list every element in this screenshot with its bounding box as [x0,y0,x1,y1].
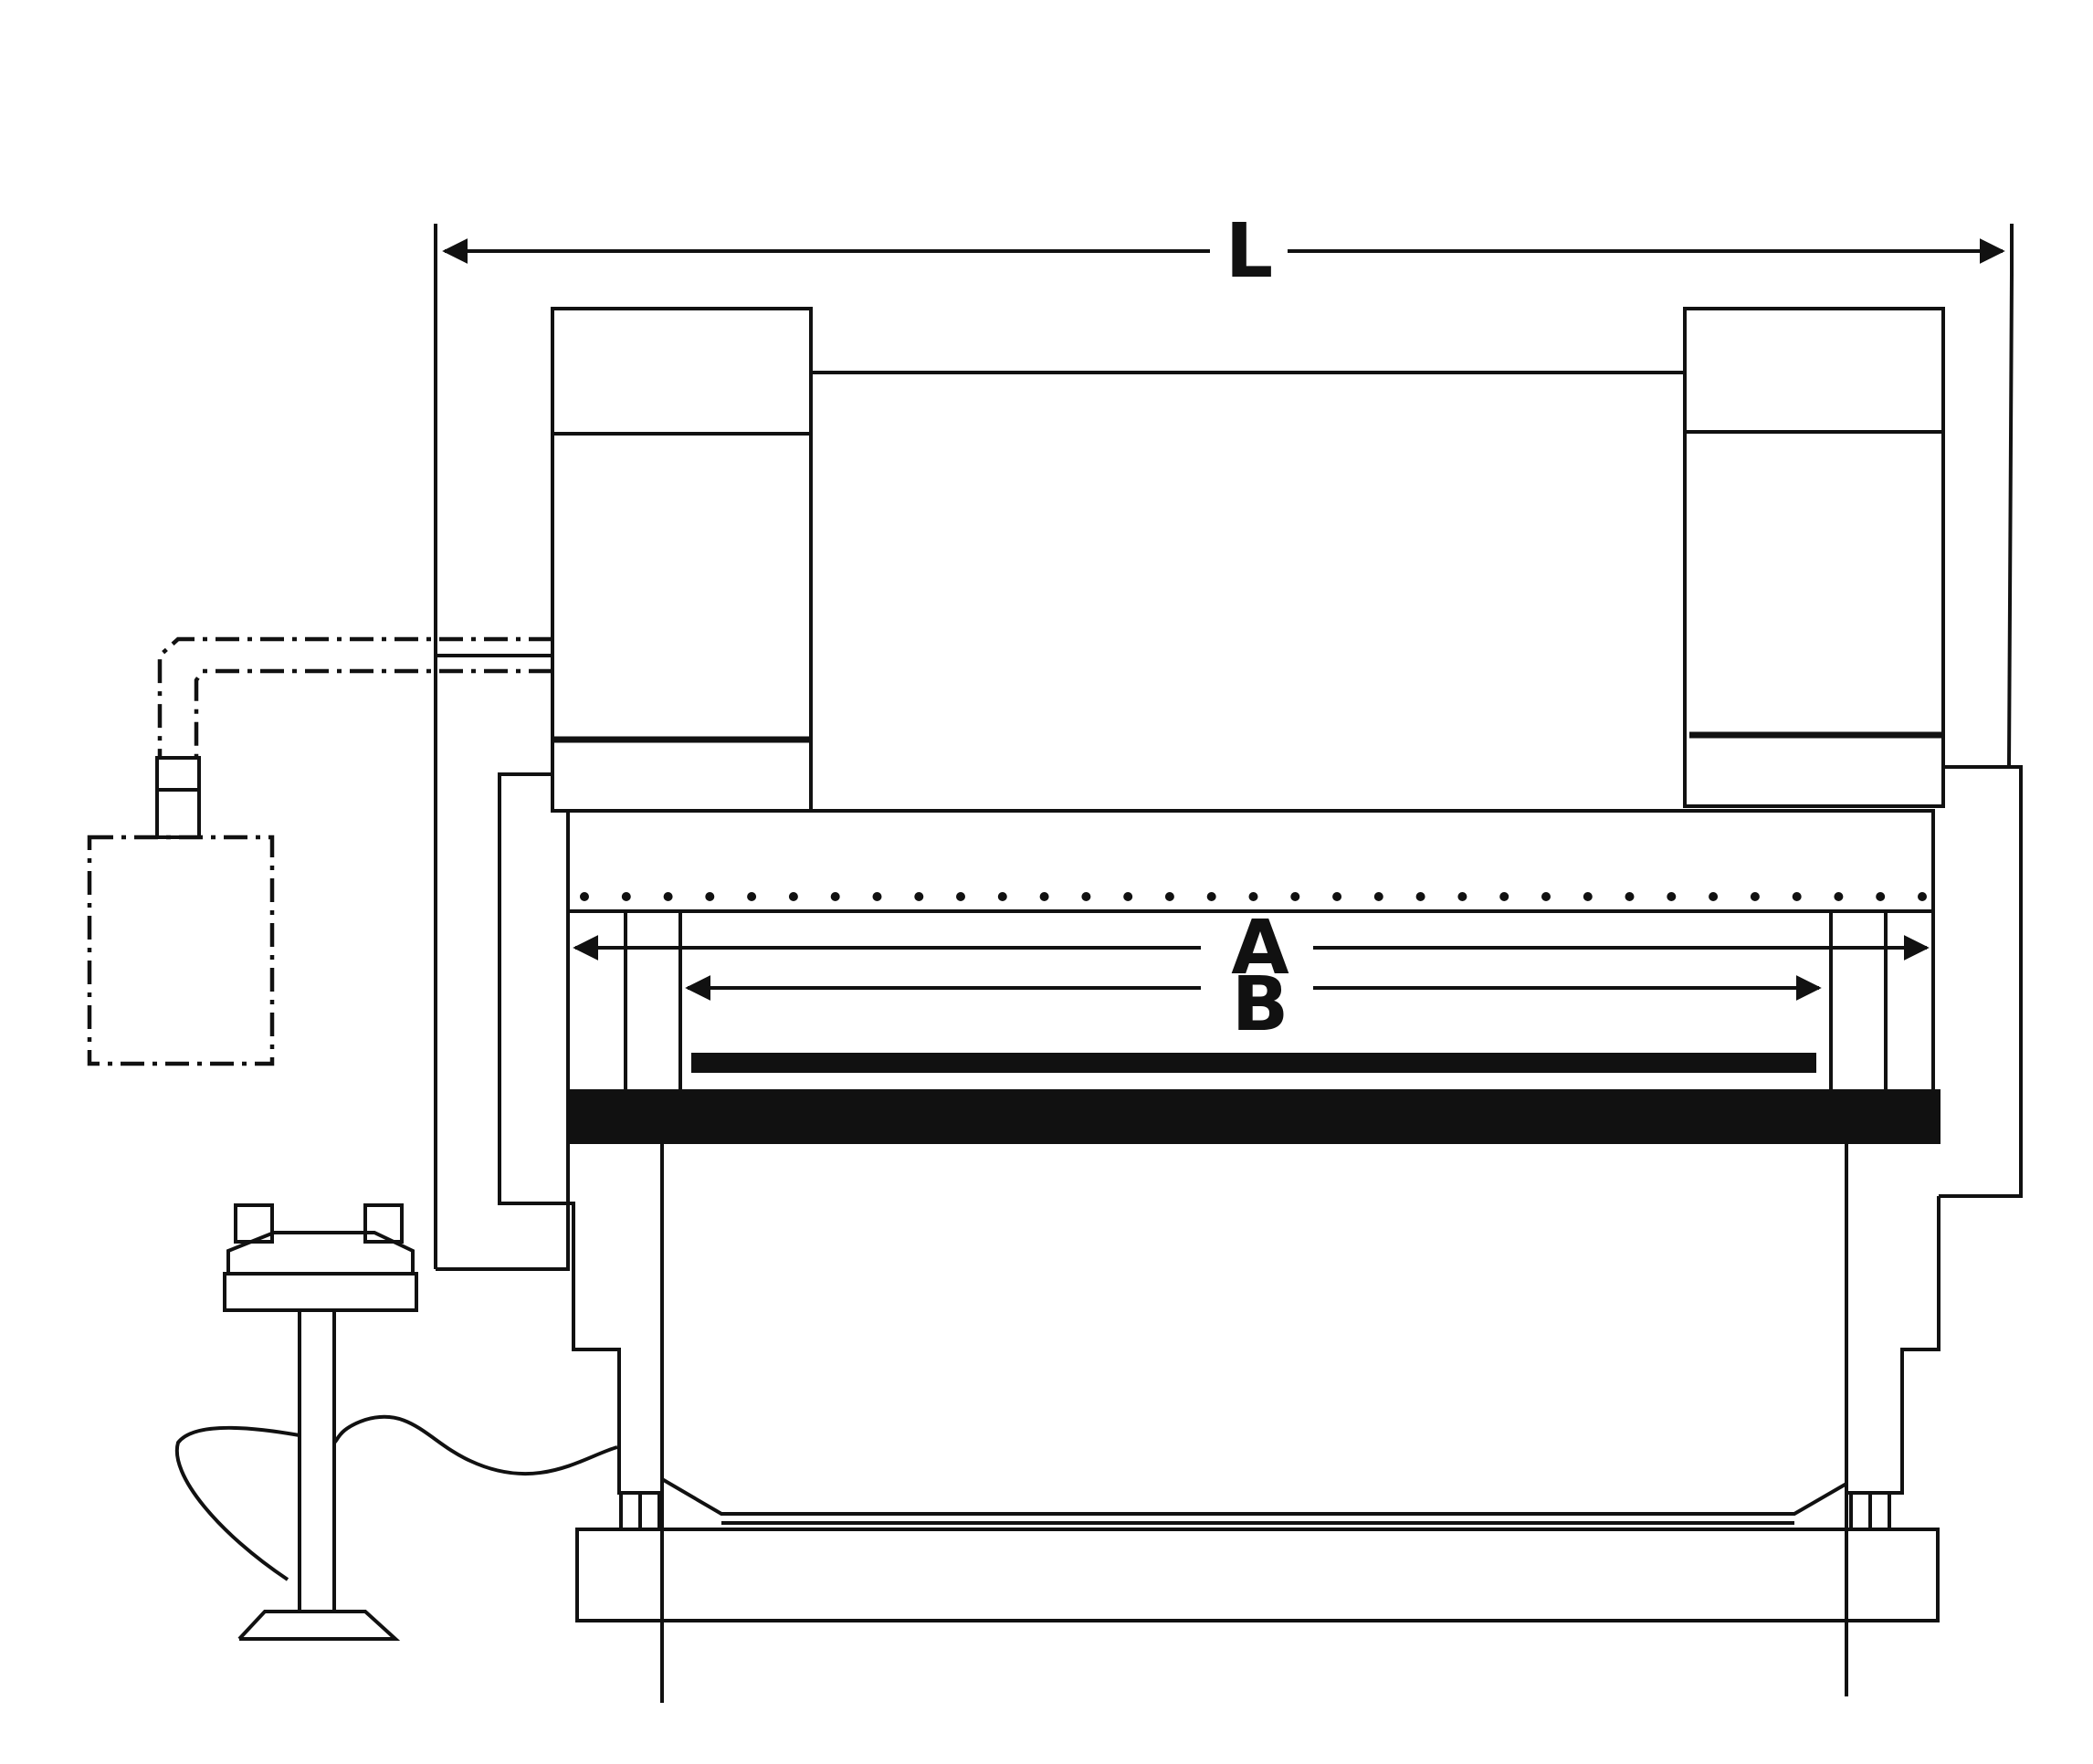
left-frame-profile [498,772,662,1495]
bolt-hole [830,892,840,901]
right-cylinder-housing [1683,307,1945,808]
bolt-hole [1499,892,1509,901]
bolt-hole [1541,892,1551,901]
foot-pedal [174,1203,618,1641]
bolt-hole [1081,892,1091,901]
bolt-hole [872,892,882,901]
label-b: B [1232,961,1289,1048]
bolt-hole [1164,892,1174,901]
bolt-hole [1709,892,1719,901]
bolt-hole [1039,892,1049,901]
bolt-hole [1667,892,1677,901]
lower-table [660,1144,1848,1703]
label-a: A [1231,905,1289,992]
bolt-hole [956,892,965,901]
right-side-frame [1939,273,2023,1198]
bolt-hole [1625,892,1635,901]
left-cylinder-housing [551,307,813,813]
bolt-hole [997,892,1007,901]
bolt-hole [1123,892,1133,901]
bolt-hole [1206,892,1216,901]
bolt-hole [788,892,798,901]
right-foot-blocks [1849,1491,1891,1531]
bolt-hole [1248,892,1258,901]
bolt-hole [1457,892,1467,901]
ram-beam [566,809,1935,913]
bolt-hole [1332,892,1342,901]
bolt-hole [914,892,924,901]
left-outer-frame [436,1144,570,1271]
dimension-a: A [573,905,1930,992]
base-plate [575,1528,1940,1622]
bolt-hole [1583,892,1593,901]
left-foot-blocks [619,1491,661,1531]
bolt-hole [1415,892,1425,901]
pedal-cable [174,1414,618,1581]
bolt-hole [1918,892,1927,901]
bolt-hole [705,892,715,901]
bolt-hole [1750,892,1760,901]
bolt-hole [580,892,589,901]
hydraulic-unit [87,636,552,1066]
dimension-l: L [434,208,2014,1269]
bolt-hole [1876,892,1886,901]
right-frame-profile [1846,1196,1940,1495]
punch-tool [691,1053,1816,1073]
bolt-hole [1373,892,1383,901]
label-l: L [1225,208,1273,295]
die-bed-plate [566,1089,1940,1144]
dimension-b: B [685,961,1822,1048]
bolt-hole [1792,892,1802,901]
tool-guides [566,911,1935,1091]
bolt-hole [1290,892,1300,901]
bolt-hole [663,892,673,901]
bolt-hole [747,892,757,901]
ram-bolt-holes [580,892,1927,901]
bolt-hole [1834,892,1844,901]
bolt-hole [621,892,631,901]
